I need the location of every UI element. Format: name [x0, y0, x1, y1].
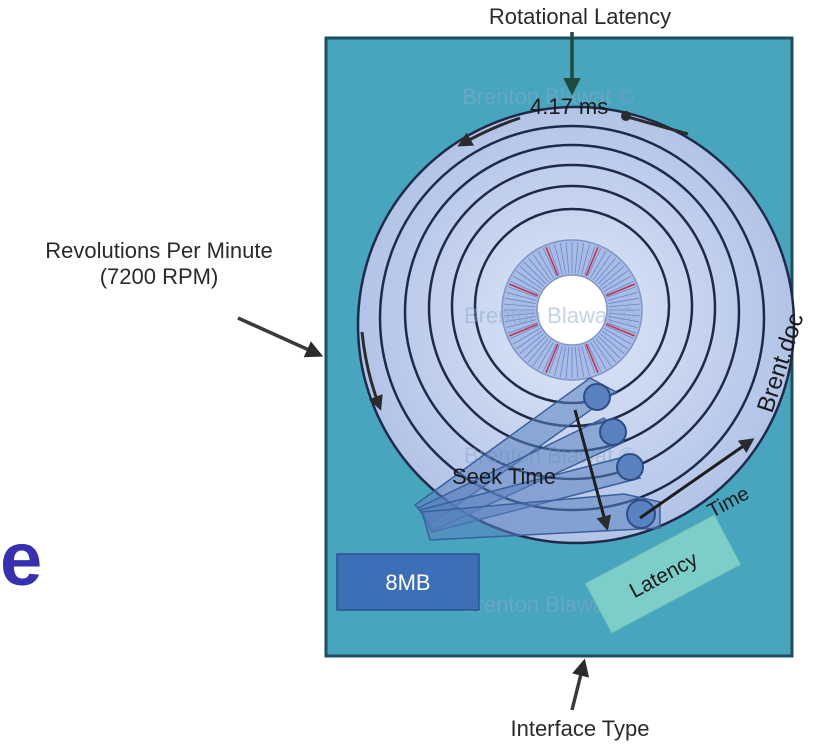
- hub-spoke: [581, 244, 590, 275]
- hub-spoke: [597, 261, 621, 285]
- hub-spoke: [532, 254, 552, 280]
- hub-spoke: [504, 312, 536, 317]
- hub-spoke: [597, 335, 621, 359]
- hub-spoke: [565, 242, 570, 274]
- latency-value-label: 4.17 ms: [530, 94, 608, 119]
- hub-spoke: [559, 346, 566, 378]
- hub-sector-marker: [545, 246, 559, 277]
- hub-spoke: [606, 286, 637, 298]
- hub-spoke: [602, 330, 628, 350]
- rotation-arrow-top: [457, 116, 521, 147]
- hub-spoke: [590, 341, 607, 370]
- rpm-label-line2: (7200 RPM): [99, 264, 219, 289]
- hub-spoke: [542, 248, 557, 277]
- hub-spoke: [523, 335, 547, 359]
- hub-spoke: [584, 245, 596, 276]
- hub-spoke: [537, 250, 554, 279]
- hub-spoke: [554, 244, 563, 275]
- hub-spoke: [574, 242, 579, 274]
- hub-spoke: [605, 325, 634, 340]
- hub-spoke: [574, 346, 579, 378]
- hub-spoke: [506, 292, 537, 301]
- hub-spoke: [608, 297, 640, 304]
- rpm-arrow: [237, 316, 324, 358]
- hub-spoke: [600, 265, 625, 287]
- hub-spoke: [607, 292, 638, 301]
- hub-sector-marker: [585, 343, 599, 374]
- cache-label: 8MB: [385, 570, 430, 595]
- cache-box: 8MB: [336, 553, 480, 611]
- read-write-heads: [583, 383, 656, 529]
- hub-spoke: [516, 330, 542, 350]
- rotation-dot: [621, 111, 631, 121]
- hub-spoke: [581, 345, 590, 376]
- hub-spoke: [548, 245, 560, 276]
- hub-spoke: [605, 280, 634, 295]
- hub-spoke: [578, 242, 585, 274]
- hub-spoke: [506, 319, 537, 328]
- hub-spoke: [554, 345, 563, 376]
- hub-spoke: [519, 265, 544, 287]
- hub-sector-marker: [585, 246, 599, 277]
- hub-spoke: [510, 280, 539, 295]
- hub-spoke: [606, 322, 637, 334]
- hub-spoke: [603, 275, 632, 292]
- hub-spoke: [523, 261, 547, 285]
- hub-spoke: [600, 333, 625, 355]
- hub-spoke: [584, 344, 596, 375]
- hub-spoke: [607, 319, 638, 328]
- hub-sector-marker: [545, 343, 559, 374]
- hub-spoke: [592, 254, 612, 280]
- hub-spoke: [519, 333, 544, 355]
- rpm-label: Revolutions Per Minute (7200 RPM): [0, 238, 318, 290]
- hub-spoke: [516, 270, 542, 290]
- cut-off-heading: e: [0, 517, 43, 602]
- hub-spoke: [578, 346, 585, 378]
- hub-spoke: [608, 312, 640, 317]
- hub-spoke: [565, 346, 570, 378]
- hub-spoke: [587, 248, 602, 277]
- hub-spoke: [548, 344, 560, 375]
- seek-time-label: Seek Time: [452, 464, 556, 489]
- rotation-arrow-left: [360, 331, 383, 411]
- hub-spoke: [590, 250, 607, 279]
- hub-spoke: [542, 343, 557, 372]
- hub-spoke: [504, 303, 536, 308]
- spindle-hub: [501, 239, 643, 381]
- hub-spoke: [512, 275, 541, 292]
- hub-spoke: [587, 343, 602, 372]
- transfer-arrow: [639, 438, 755, 520]
- hub-spoke: [527, 257, 549, 282]
- hub-spoke: [504, 316, 536, 323]
- watermark: Brenton Blawat ©: [464, 303, 636, 328]
- seek-time-arrow: [573, 409, 612, 531]
- hub-spoke: [507, 322, 538, 334]
- hub-spoke: [507, 286, 538, 298]
- interface-arrow: [570, 658, 590, 711]
- rotation-tail: [627, 115, 689, 136]
- hub-sector-marker: [508, 283, 539, 297]
- hub-spoke: [602, 270, 628, 290]
- hub-spoke: [537, 341, 554, 370]
- hub-sector-marker: [605, 283, 636, 297]
- hub-spoke: [603, 328, 632, 345]
- hub-spoke: [595, 257, 617, 282]
- interface-type-label: Interface Type: [510, 716, 650, 741]
- hub-spoke: [532, 340, 552, 366]
- rotational-latency-label: Rotational Latency: [488, 4, 672, 29]
- hub-sector-marker: [508, 323, 539, 337]
- hub-spoke: [510, 325, 539, 340]
- hub-spoke: [595, 338, 617, 363]
- hub-spoke: [608, 316, 640, 323]
- hub-spoke: [527, 338, 549, 363]
- hub-spoke: [504, 297, 536, 304]
- rpm-label-line1: Revolutions Per Minute: [45, 238, 273, 263]
- watermark: Brenton Blawat ©: [462, 84, 634, 109]
- hub-sector-marker: [605, 323, 636, 337]
- hub-spoke: [559, 242, 566, 274]
- hub-spoke: [608, 303, 640, 308]
- hub-spoke: [512, 328, 541, 345]
- hub-spoke: [592, 340, 612, 366]
